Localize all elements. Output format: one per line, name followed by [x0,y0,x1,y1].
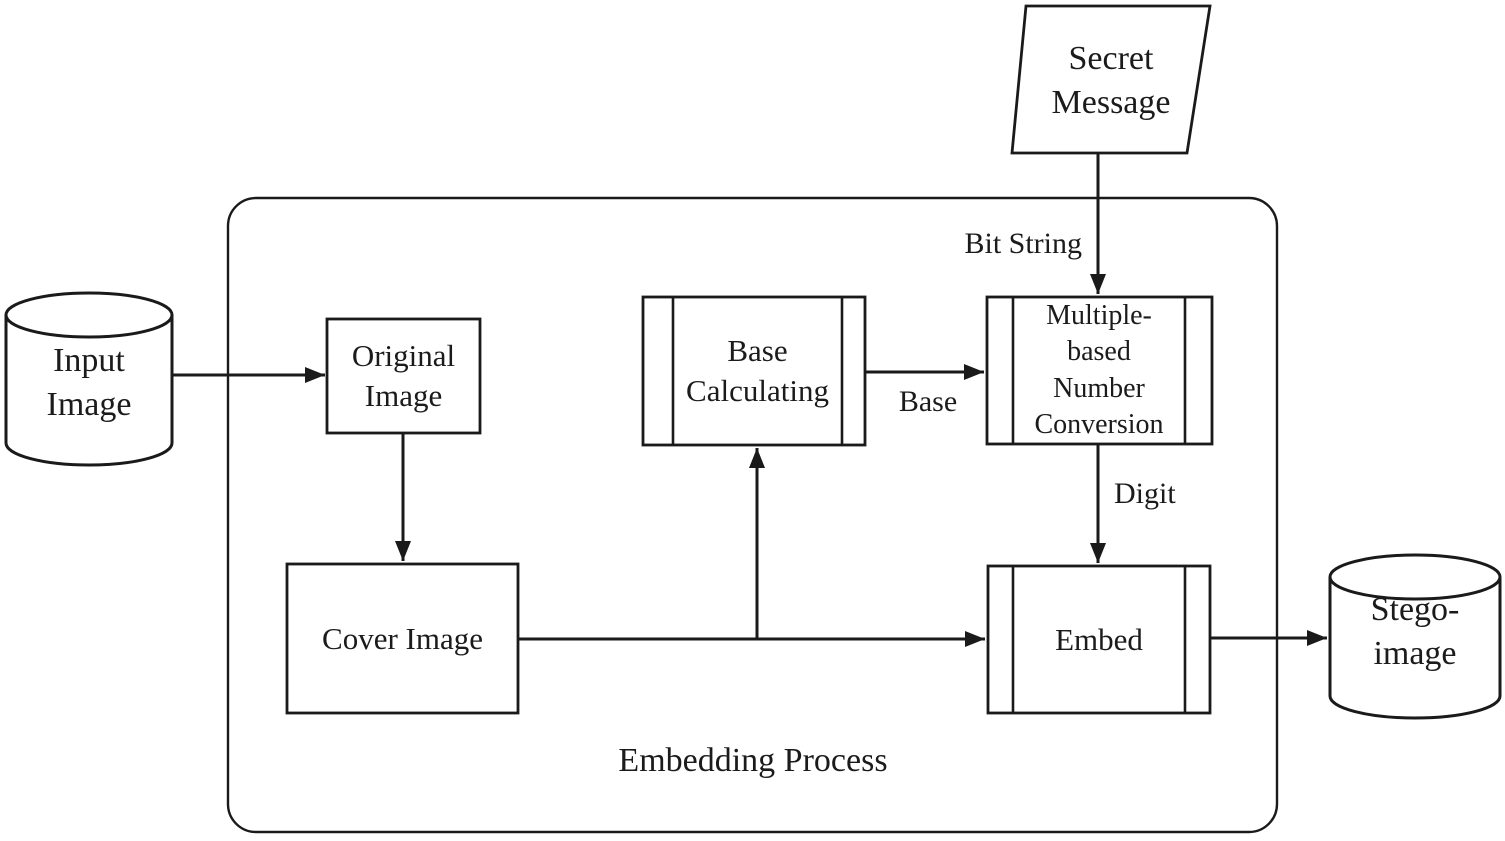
bit-string-edge-label: Bit String [964,226,1082,260]
embedding-process-container [226,196,1279,834]
stego-image-label: Stego- image [1370,591,1460,672]
embed-label: Embed [1055,621,1143,657]
number-conversion-box [985,295,1214,446]
input-image-cylinder [4,291,174,467]
secret-message-parallelogram [1010,4,1212,155]
number-conversion-label: Multiple- based Number Conversion [1034,299,1164,440]
stego-image-cylinder [1328,553,1502,720]
base-calculating-label: Base Calculating [686,333,829,408]
base-edge-label: Base [898,384,958,418]
original-image-label: Original Image [351,338,456,413]
secret-message-label: Secret Message [1051,40,1171,121]
cover-image-label: Cover Image [322,620,483,656]
embed-box [986,564,1212,715]
digit-edge-label: Digit [1114,476,1176,510]
base-calculating-box [641,295,867,447]
input-image-label: Input Image [46,342,132,423]
embedding-process-title: Embedding Process [618,742,888,780]
